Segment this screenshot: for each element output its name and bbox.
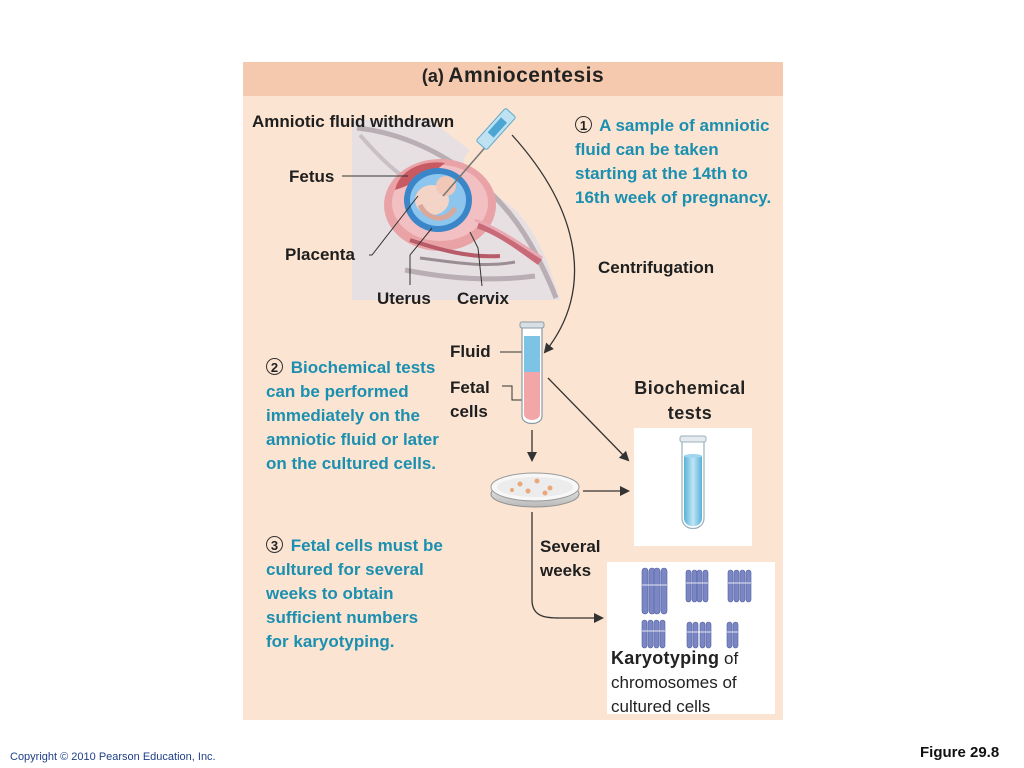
centrifugation-arrow [511, 134, 576, 354]
title-bar [243, 62, 783, 96]
arrow-to-biochemical [547, 377, 630, 462]
step-2-number: 2 [266, 358, 283, 375]
biochemical-line-1: Biochemical [634, 378, 746, 398]
karyotyping-caption: Karyotyping of chromosomes of cultured c… [611, 646, 781, 719]
label-placenta: Placenta [285, 245, 355, 264]
figure-number: Figure 29.8 [920, 744, 1000, 761]
step-1-text: A sample of amniotic fluid can be taken … [575, 116, 772, 207]
step-2: 2 Biochemical tests can be performed imm… [266, 356, 444, 476]
step-2-text: Biochemical tests can be performed immed… [266, 358, 439, 473]
chromosome-centromeres [642, 582, 751, 633]
biochemical-line-2: tests [667, 403, 713, 423]
label-fluid-withdrawn: Amniotic fluid withdrawn [252, 112, 455, 131]
label-cells: cells [450, 402, 488, 421]
step-3-text: Fetal cells must be cultured for several… [266, 536, 443, 651]
arrow-to-karyotype [531, 512, 604, 623]
biochemical-tests-title: Biochemical tests [620, 376, 760, 426]
copyright-notice: Copyright © 2010 Pearson Education, Inc. [10, 751, 216, 763]
centrifuge-tube [519, 321, 545, 425]
leader-lines [342, 175, 530, 401]
womb-illustration [352, 108, 560, 300]
petri-dish [490, 472, 580, 508]
label-several: Several [540, 537, 601, 556]
label-cervix: Cervix [457, 289, 509, 308]
label-weeks: weeks [540, 561, 592, 580]
step-3: 3 Fetal cells must be cultured for sever… [266, 534, 444, 654]
chromosome-set [641, 567, 752, 649]
label-fetal: Fetal [450, 378, 490, 397]
step-3-number: 3 [266, 536, 283, 553]
karyotyping-term: Karyotyping [611, 648, 720, 668]
label-uterus: Uterus [377, 289, 431, 308]
label-centrifugation: Centrifugation [598, 258, 715, 277]
title-prefix: (a) [421, 66, 444, 86]
step-1-number: 1 [575, 116, 592, 133]
step-1: 1 A sample of amniotic fluid can be take… [575, 114, 780, 210]
karyotyping-description: of chromosomes of cultured cells [611, 649, 739, 716]
test-tube [679, 435, 707, 530]
label-fetus: Fetus [289, 167, 335, 186]
label-fluid: Fluid [450, 342, 491, 361]
title-text: Amniocentesis [448, 64, 605, 87]
diagram-title: (a) Amniocentesis [243, 64, 783, 88]
